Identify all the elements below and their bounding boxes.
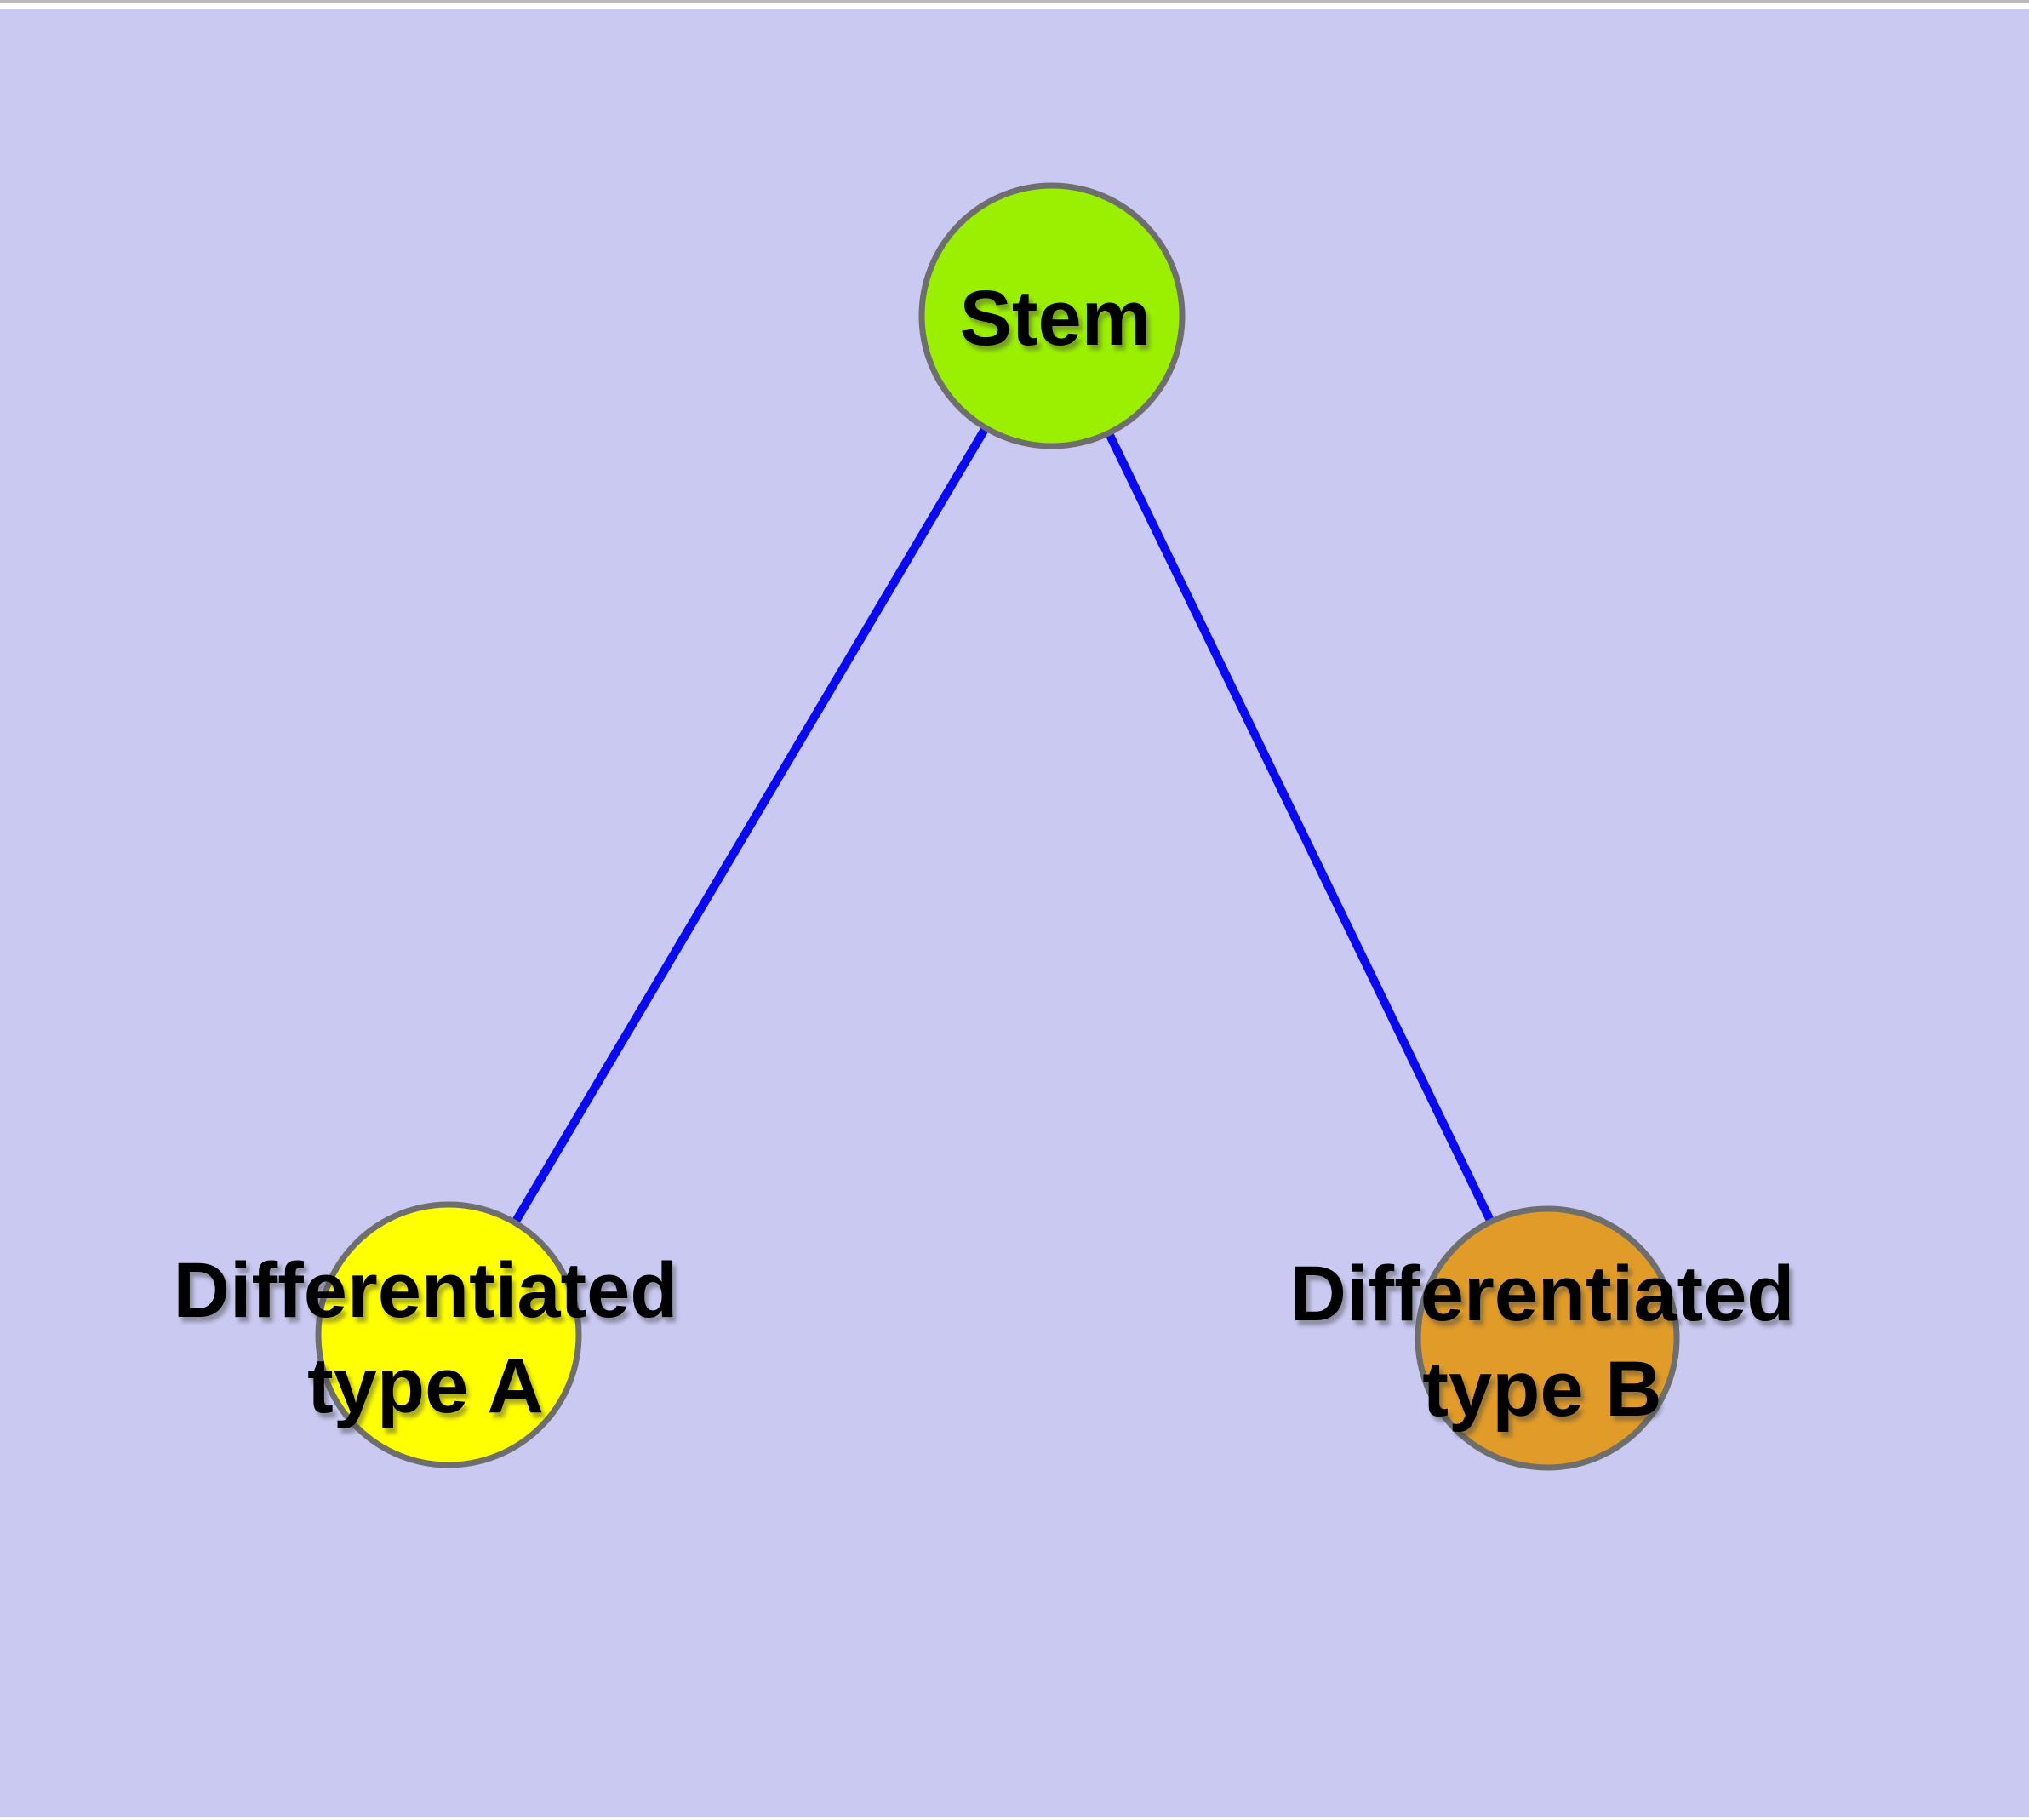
node-type-b[interactable]: [1415, 1205, 1680, 1471]
window-bottom-strip: [0, 1817, 2029, 1820]
node-stem[interactable]: [918, 182, 1186, 449]
window-top-strip: [0, 3, 2029, 9]
window-top-hairline: [0, 0, 2029, 3]
node-type-a[interactable]: [315, 1201, 582, 1468]
edge-stem-to-type-b: [1048, 313, 1552, 1341]
edge-stem-to-type-a: [444, 313, 1056, 1337]
